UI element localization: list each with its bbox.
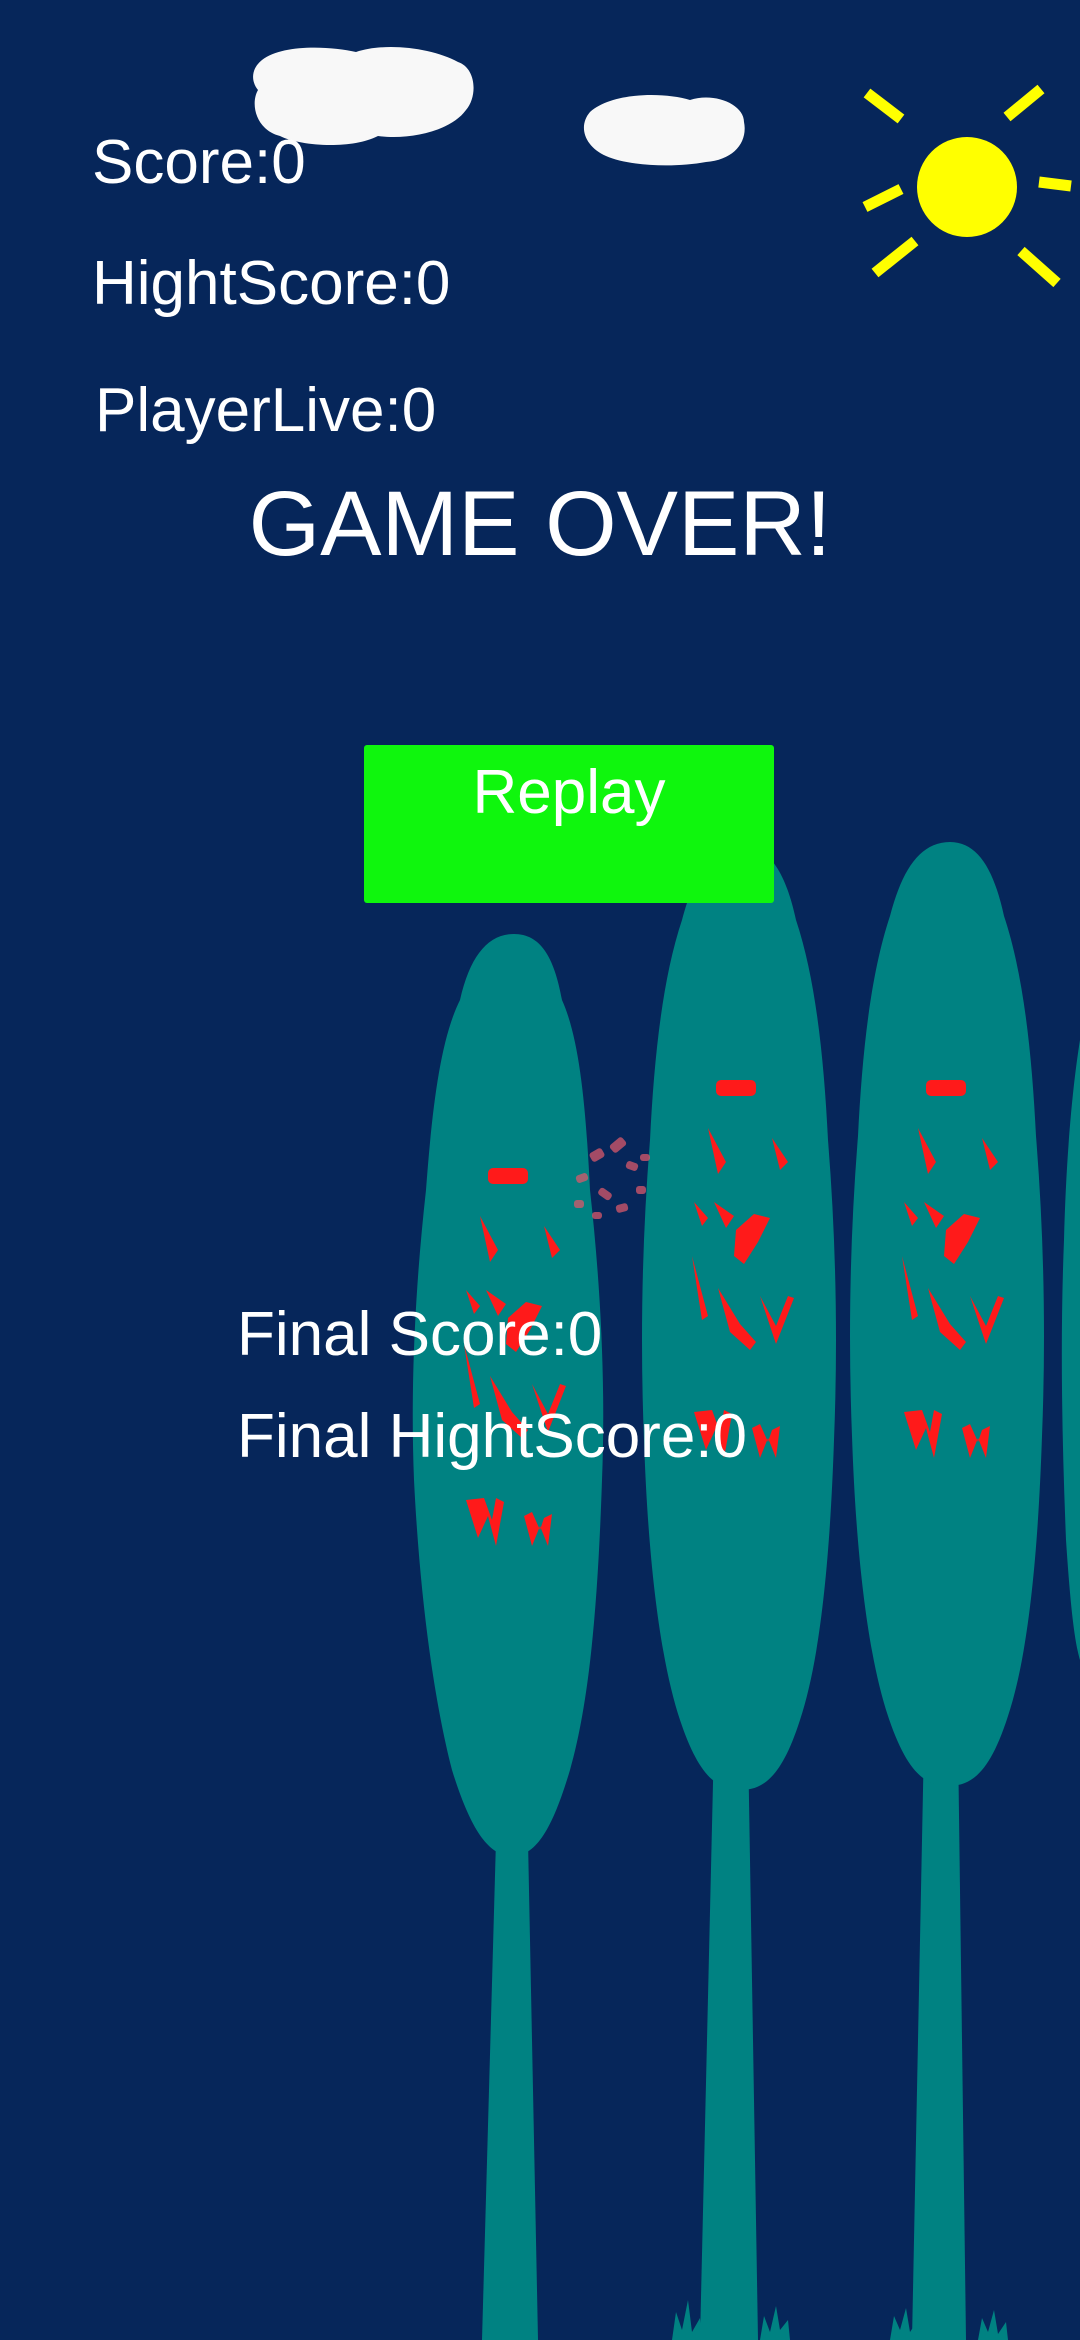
player-lives-label: PlayerLive:0	[95, 376, 437, 445]
score-label: Score:0	[92, 128, 306, 197]
highscore-label: HightScore:0	[92, 249, 451, 318]
tree-4	[1061, 1040, 1080, 1660]
tree-2	[642, 846, 836, 2340]
final-score-label: Final Score:0	[237, 1300, 603, 1369]
replay-button[interactable]: Replay	[364, 745, 774, 903]
cloud-left	[253, 47, 474, 146]
grass-tufts	[672, 2300, 1008, 2340]
final-highscore-label: Final HightScore:0	[237, 1402, 748, 1471]
sun-icon	[862, 84, 1072, 288]
game-over-title: GAME OVER!	[248, 473, 832, 575]
cloud-right	[583, 95, 745, 166]
tree-3	[850, 842, 1044, 2340]
replay-button-label: Replay	[472, 758, 666, 827]
petal-particles	[574, 1137, 650, 1219]
tree-1	[412, 934, 604, 2340]
